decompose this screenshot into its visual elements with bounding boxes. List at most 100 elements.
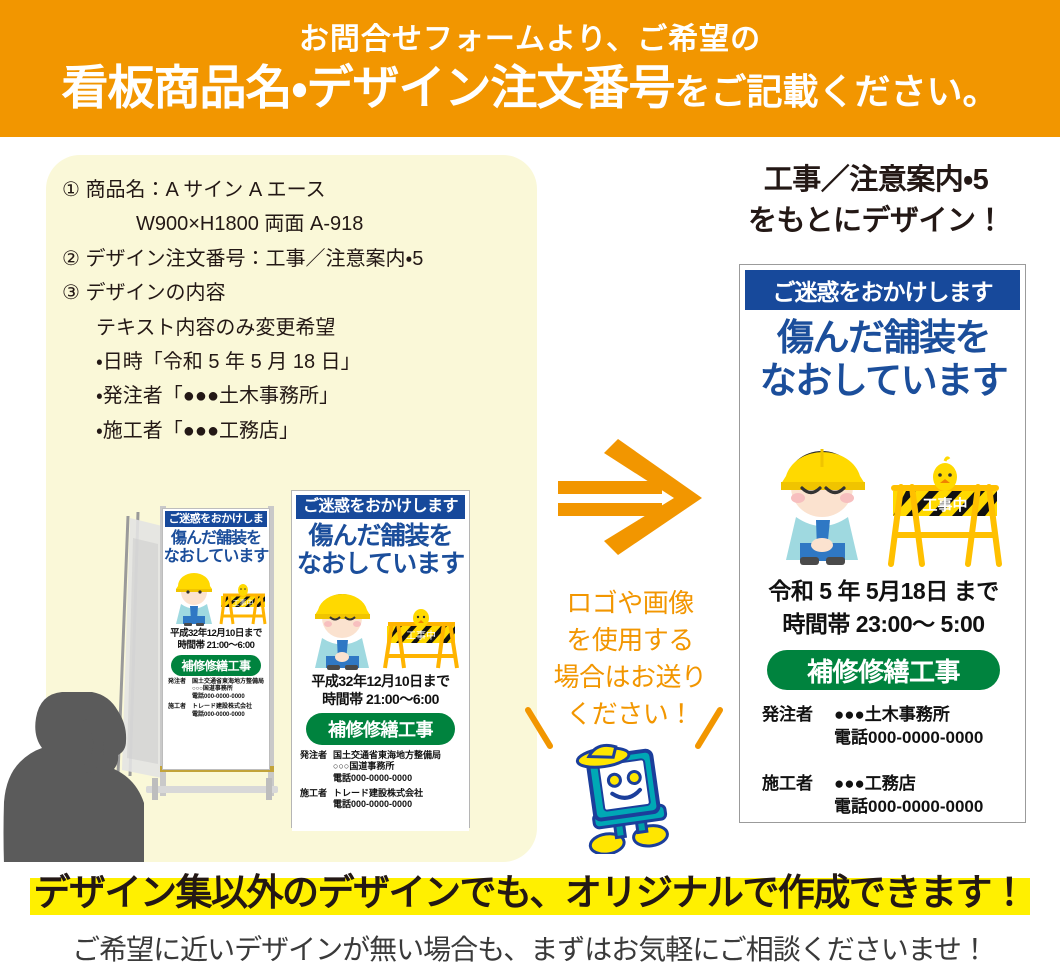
sample-contact-1-v1: 電話000-0000-0000 — [333, 799, 413, 809]
sample-contact-values-1: トレード建設株式会社 電話000-0000-0000 — [333, 788, 463, 811]
sample-contact-row: 施工者 トレード建設株式会社 電話000-0000-0000 — [300, 788, 463, 811]
aframe-contact-0-v0: 国土交通省東海地方整備局 — [192, 678, 265, 685]
final-contact-values-0: ●●●土木事務所 電話000-0000-0000 — [834, 703, 1012, 750]
final-contact-values-1: ●●●工務店 電話000-0000-0000 — [834, 772, 1012, 819]
sample-contact-0-v1: ○○○国道事務所 — [333, 761, 395, 772]
middle-note-line-0: ロゴや画像 — [566, 588, 694, 618]
bottom-highlight-text: デザイン集以外のデザインでも、オリジナルで作成できます！ — [29, 872, 1031, 915]
emphasis-stroke-right-icon — [694, 706, 724, 750]
final-sign-title-line1: 傷んだ舗装を — [777, 317, 992, 358]
middle-note-line-3: ください！ — [566, 698, 694, 729]
final-sign-header: ご迷惑をおかけします — [745, 270, 1020, 310]
final-contact-label-0: 発注者 — [762, 705, 813, 724]
instruction-item-3: ③ デザインの内容 — [62, 282, 226, 305]
middle-note-line-2: 場合はお送り — [553, 661, 707, 692]
page-header: お問合せフォームより、ご希望の 看板商品名・デザイン注文番号をご記載ください。 — [0, 0, 1060, 137]
chick-icon — [933, 456, 957, 491]
final-sign-title: 傷んだ舗装を なおしています — [740, 317, 1027, 403]
final-contact-1-v0: ●●●工務店 — [834, 773, 916, 793]
sample-sign-title: 傷んだ舗装を なおしています — [292, 522, 469, 578]
sample-contact-label-0: 発注者 — [300, 750, 328, 760]
final-contact-row: 施工者 ●●●工務店 電話000-0000-0000 — [762, 772, 1012, 819]
sample-sign-header: ご迷惑をおかけします — [296, 495, 465, 519]
aframe-sign-title-line2: なおしています — [163, 547, 270, 565]
svg-text:工事中: 工事中 — [233, 598, 254, 607]
aframe-sign-artwork: 工事中 — [163, 568, 269, 627]
right-headline-line1: 工事／注意案内・5 — [763, 164, 989, 196]
aframe-sign-pill: 補修修繕工事 — [171, 654, 261, 676]
middle-note: ロゴや画像 を使用する 場合はお送り ください！ — [540, 585, 720, 733]
signboard-mascot-icon — [565, 742, 685, 856]
sample-contact-label-1: 施工者 — [300, 787, 328, 798]
final-design-sign: ご迷惑をおかけします 傷んだ舗装を なおしています — [739, 264, 1026, 823]
construction-worker-icon — [781, 449, 865, 565]
sample-contact-row: 発注者 国土交通省東海地方整備局 ○○○国道事務所 電話000-0000-000… — [300, 750, 463, 784]
right-headline: 工事／注意案内・5 をもとにデザイン！ — [716, 160, 1036, 242]
instruction-item-1-value: A サイン A エース — [165, 179, 326, 201]
final-sign-date: 令和 5 年 5月18日 まで 時間帯 23:00～ 5:00 — [740, 575, 1027, 640]
instruction-item-1-size: W900×H1800 両面 A-918 — [136, 213, 364, 236]
final-contact-label-1: 施工者 — [762, 773, 813, 793]
aframe-sign-date-line: 平成32年12月10日まで — [170, 628, 262, 640]
sample-sign-date: 平成32年12月10日まで 時間帯 21:00～6:00 — [292, 673, 469, 708]
final-contact-0-v1: 電話000-0000-0000 — [834, 728, 984, 748]
double-arrow-right-icon — [556, 437, 704, 557]
sample-sign-title-line1: 傷んだ舗装を — [308, 522, 453, 550]
final-sign-date-line: 令和 5 年 5月18日 まで — [768, 578, 999, 604]
final-sign-title-line2: なおしています — [759, 359, 1009, 401]
header-title: 看板商品名・デザイン注文番号をご記載ください。 — [62, 62, 999, 114]
instruction-bullet-1: ・発注者「●●●土木事務所」 — [96, 385, 340, 408]
sample-contact-values-0: 国土交通省東海地方整備局 ○○○国道事務所 電話000-0000-0000 — [333, 750, 463, 784]
aframe-contact-0-v1: ○○○国道事務所 — [192, 686, 233, 693]
aframe-sign-header: ご迷惑をおかけします — [165, 511, 267, 541]
final-sign-time-line: 時間帯 23:00～ 5:00 — [782, 610, 985, 637]
header-title-strong: 看板商品名・デザイン注文番号 — [61, 61, 676, 115]
svg-text:工事中: 工事中 — [406, 629, 436, 642]
aframe-contact-0-v2: 電話000-0000-0000 — [192, 693, 245, 700]
right-headline-line2: をもとにデザイン！ — [748, 205, 1004, 238]
final-contact-0-v0: ●●●土木事務所 — [834, 705, 950, 724]
instruction-item-3-note: テキスト内容のみ変更希望 — [96, 316, 336, 339]
sample-sign-pill: 補修修繕工事 — [306, 713, 455, 745]
sample-sign-artwork: 工事中 — [292, 582, 469, 670]
person-on-phone-silhouette — [0, 690, 151, 865]
sample-sign-body: ご迷惑をおかけします 傷んだ舗装を なおしています — [292, 495, 469, 831]
aframe-contact-1-v0: トレード建設株式会社 — [192, 704, 253, 711]
instruction-bullet-0: ・日時「令和 5 年 5 月 18 日」 — [96, 350, 361, 373]
final-contact-1-v1: 電話000-0000-0000 — [834, 797, 984, 817]
bottom-subtext: ご希望に近いデザインが無い場合も、まずはお気軽にご相談くださいませ！ — [72, 934, 989, 965]
instruction-list: ① 商品名：A サイン A エース W900×H1800 両面 A-918 ② … — [62, 173, 532, 448]
aframe-sign-title-line1: 傷んだ舗装を — [170, 530, 262, 547]
svg-text:工事中: 工事中 — [922, 496, 967, 514]
aframe-contact-label-0: 発注者 — [168, 678, 187, 685]
sample-contact-0-v2: 電話000-0000-0000 — [333, 772, 413, 783]
header-title-rest: をご記載ください。 — [674, 71, 999, 113]
sample-sign-time-line: 時間帯 21:00～6:00 — [322, 690, 439, 707]
a-frame-sign-photo: ご迷惑をおかけします 傷んだ舗装を なおしています — [100, 478, 286, 828]
sample-sign-contacts: 発注者 国土交通省東海地方整備局 ○○○国道事務所 電話000-0000-000… — [300, 750, 463, 810]
aframe-contact-values-0: 国土交通省東海地方整備局 ○○○国道事務所 電話000-0000-0000 — [192, 679, 265, 702]
final-sign-contacts: 発注者 ●●●土木事務所 電話000-0000-0000 施工者 ●●●工務店 … — [762, 703, 1012, 825]
aframe-sign-date: 平成32年12月10日まで 時間帯 21:00～6:00 — [163, 628, 269, 652]
sample-sign-title-line2: なおしています — [296, 549, 465, 578]
instruction-bullet-2: ・施工者「●●●工務店」 — [96, 419, 300, 442]
bottom-highlight-wrap: デザイン集以外のデザインでも、オリジナルで作成できます！ — [0, 872, 1060, 915]
construction-barricade-icon: 工事中 — [888, 456, 1002, 567]
aframe-sign-contacts: 発注者 国土交通省東海地方整備局 ○○○国道事務所 電話000-0000-000… — [168, 679, 265, 720]
instruction-item-1: ① 商品名：A サイン A エース — [62, 173, 532, 207]
bottom-banner: デザイン集以外のデザインでも、オリジナルで作成できます！ ご希望に近いデザインが… — [0, 862, 1060, 976]
final-sign-pill: 補修修繕工事 — [767, 650, 1000, 690]
emphasis-stroke-left-icon — [524, 706, 554, 750]
instruction-item-2: ② デザイン注文番号：工事／注意案内・5 — [62, 247, 424, 270]
middle-note-line-1: を使用する — [566, 624, 694, 655]
final-contact-row: 発注者 ●●●土木事務所 電話000-0000-0000 — [762, 703, 1012, 750]
aframe-sign-time-line: 時間帯 21:00～6:00 — [177, 640, 255, 652]
aframe-contact-1-v1: 電話000-0000-0000 — [192, 711, 245, 718]
sample-sign-flat: ご迷惑をおかけします 傷んだ舗装を なおしています — [291, 490, 470, 831]
aframe-contact-values-1: トレード建設株式会社 電話000-0000-0000 — [192, 704, 265, 719]
aframe-contact-row: 施工者 トレード建設株式会社 電話000-0000-0000 — [168, 704, 265, 719]
header-subtitle: お問合せフォームより、ご希望の — [298, 23, 762, 57]
sample-sign-date-line: 平成32年12月10日まで — [311, 673, 450, 689]
aframe-contact-label-1: 施工者 — [168, 704, 187, 711]
